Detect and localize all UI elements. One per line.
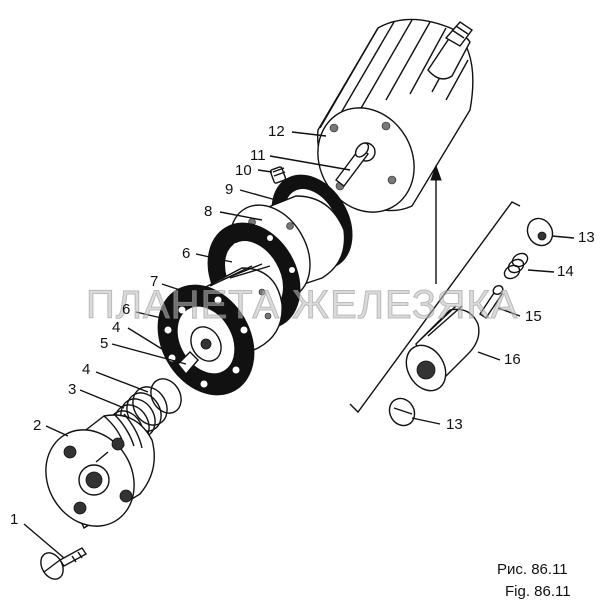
subassembly-bracket — [349, 201, 521, 414]
callout-13-upper: 13 — [578, 229, 595, 246]
callout-labels: 1 2 3 4 4 5 6 6 7 8 9 10 11 12 13 13 14 … — [10, 123, 595, 528]
figure-caption-ru: Рис. 86.11 — [497, 561, 568, 578]
plunger-pin — [479, 285, 504, 319]
small-spring — [503, 252, 529, 280]
callout-14: 14 — [557, 263, 574, 280]
callout-5: 5 — [100, 335, 108, 352]
callout-7: 7 — [150, 273, 158, 290]
solenoid-core — [405, 305, 480, 392]
leader-lines — [23, 131, 575, 559]
callout-6-upper: 6 — [182, 245, 190, 262]
callout-16: 16 — [504, 351, 521, 368]
callout-4-upper: 4 — [112, 319, 120, 336]
callout-3: 3 — [68, 381, 76, 398]
callout-4-lower: 4 — [82, 361, 90, 378]
callout-12: 12 — [268, 123, 285, 140]
callout-6-lower: 6 — [122, 301, 130, 318]
callout-9: 9 — [225, 181, 233, 198]
watermark-text: ПЛАНЕТА ЖЕЛЕЗЯКА — [86, 283, 518, 327]
callout-2: 2 — [33, 417, 41, 434]
callout-13-lower: 13 — [446, 416, 463, 433]
washer-upper — [526, 217, 554, 247]
washer-lower — [388, 397, 416, 427]
small-bolt — [269, 166, 287, 184]
armature-shaft — [335, 142, 370, 187]
callout-15: 15 — [525, 308, 542, 325]
callout-10: 10 — [235, 162, 252, 179]
callout-1: 1 — [10, 511, 18, 528]
callout-8: 8 — [204, 203, 212, 220]
end-cap — [45, 413, 155, 530]
callout-11: 11 — [250, 147, 266, 164]
figure-caption-en: Fig. 86.11 — [505, 583, 571, 600]
arrow-up-icon — [430, 164, 442, 284]
bushing — [177, 351, 199, 376]
long-bolt — [40, 547, 88, 580]
